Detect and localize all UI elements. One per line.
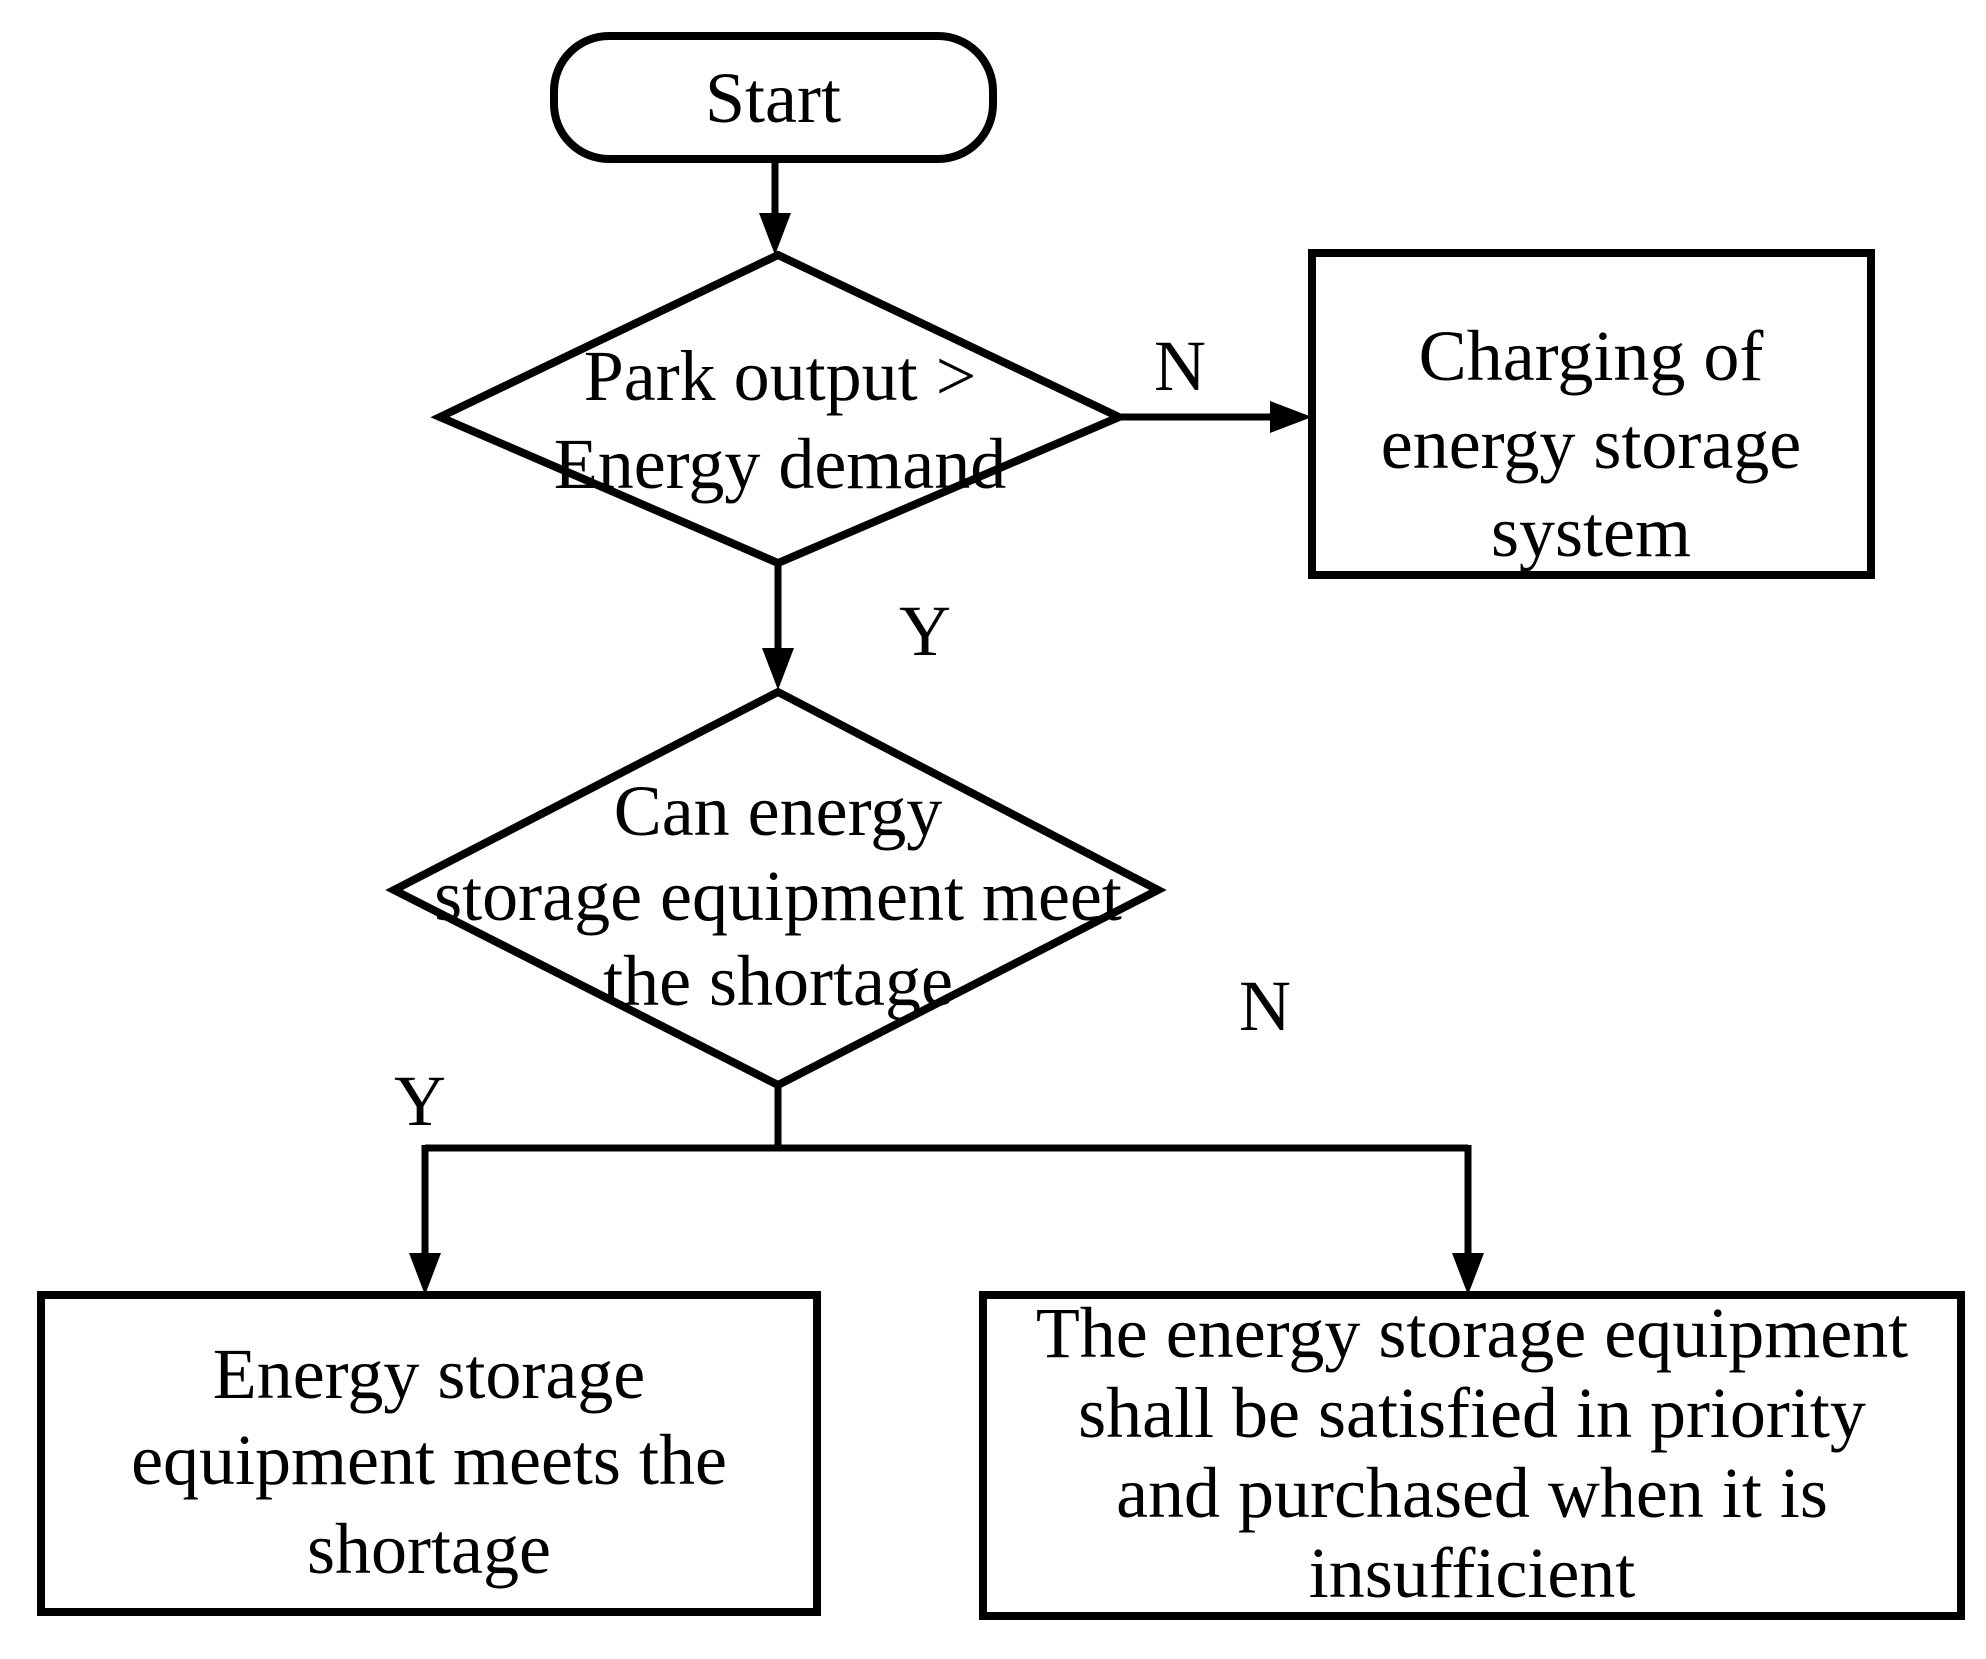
arrowhead-into-storage-meets-box (409, 1253, 441, 1295)
edge-label-decision2-no: N (1239, 966, 1291, 1046)
priority-purchase-text-line4: insufficient (1309, 1533, 1636, 1613)
priority-purchase-text-line1: The energy storage equipment (1036, 1293, 1908, 1373)
decision2-text-line1: Can energy (614, 771, 943, 851)
charging-box-text-line1: Charging of (1419, 316, 1764, 396)
storage-meets-text-line3: shortage (307, 1509, 551, 1589)
priority-purchase-box-shape (979, 1291, 1965, 1620)
arrowhead-into-decision1 (759, 213, 791, 255)
priority-purchase-text-line2: shall be satisfied in priority (1078, 1373, 1866, 1453)
arrowhead-into-decision2 (762, 648, 794, 690)
decision1-text-line1: Park output > (584, 336, 977, 416)
charging-box-text-line2: energy storage (1381, 404, 1802, 484)
charging-box-shape (1308, 249, 1875, 579)
edge-label-decision2-yes: Y (394, 1061, 446, 1141)
decision1-text-line2: Energy demand (554, 424, 1007, 504)
decision2-text-line2: storage equipment meet (434, 856, 1122, 936)
decision2-text-line3: the shortage (603, 941, 953, 1021)
storage-meets-box-shape (37, 1291, 821, 1616)
priority-purchase-text-line3: and purchased when it is (1116, 1453, 1828, 1533)
charging-box-text-line3: system (1491, 492, 1691, 572)
storage-meets-text-line2: equipment meets the (131, 1420, 727, 1500)
edge-label-decision1-no: N (1154, 326, 1206, 406)
arrowhead-into-priority-purchase-box (1452, 1253, 1484, 1295)
storage-meets-text-line1: Energy storage (213, 1334, 646, 1414)
edge-label-decision1-yes: Y (899, 591, 951, 671)
start-node-label: Start (705, 58, 841, 138)
arrowhead-into-charging-box (1270, 401, 1312, 433)
